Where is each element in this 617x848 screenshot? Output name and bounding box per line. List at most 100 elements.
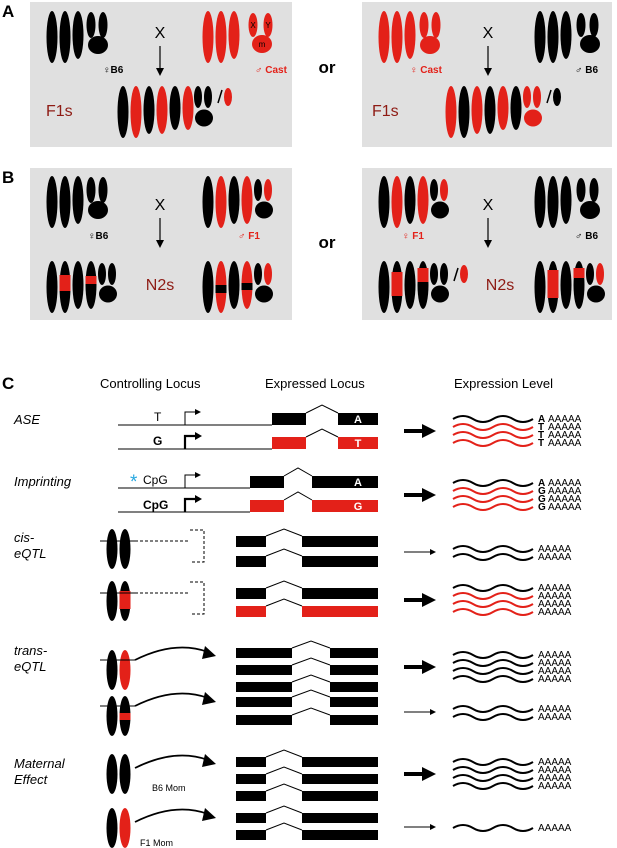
- panel-letter-c: C: [2, 374, 14, 393]
- trans-high-polya-2: AAAAA: [538, 658, 572, 669]
- a-left-arrow: [156, 46, 164, 76]
- imprinting-polya-2: AAAAA: [548, 486, 582, 497]
- trans-low-polya-2: AAAAA: [538, 712, 572, 723]
- trans-high-polya-4: AAAAA: [538, 674, 572, 685]
- trans-controlling-partial: [100, 692, 216, 736]
- row-label-trans: trans-: [14, 643, 48, 658]
- f1-mom-label: F1 Mom: [140, 838, 173, 848]
- ase-polya-1: AAAAA: [548, 414, 582, 425]
- maternal-high-polya-1: AAAAA: [538, 757, 572, 768]
- b-right-female-chromosomes: [378, 176, 449, 228]
- b-left-male-label: ♂ F1: [238, 231, 260, 242]
- b-right-female-label: ♀ F1: [402, 231, 424, 242]
- b-right-male-label: ♂ B6: [575, 231, 599, 242]
- cis-controlling-b6: [100, 529, 205, 569]
- imprinting-read-4: G: [538, 502, 546, 513]
- chrom-letter-x: X: [250, 21, 256, 30]
- cis-high-polya-1: AAAAA: [538, 583, 572, 594]
- a-left-offspring-label: F1s: [46, 103, 73, 120]
- b-left-male-chromosomes: [202, 176, 273, 228]
- imprinting-exon-g: G: [354, 501, 363, 513]
- a-left-cross-x: X: [155, 25, 166, 42]
- a-right-cross-x: X: [483, 25, 494, 42]
- chrom-letter-m: m: [259, 40, 266, 49]
- imprinting-read-3: G: [538, 494, 546, 505]
- cis-transcripts-low: [452, 545, 534, 561]
- ase-exon-t: T: [355, 438, 362, 450]
- trans-expressed-low: [236, 689, 378, 725]
- row-label-imprinting: Imprinting: [14, 474, 72, 489]
- cis-expressed-het: [236, 580, 378, 617]
- maternal-low-polya-1: AAAAA: [538, 823, 572, 834]
- a-left-male-label: ♂ Cast: [255, 65, 288, 76]
- ase-allele-g: G: [153, 434, 162, 448]
- b-left-female-label: ♀B6: [88, 231, 109, 242]
- trans-thin-arrow: [404, 709, 436, 715]
- chrom-letter-y: Y: [265, 21, 271, 30]
- row-label-trans-eqtl: eQTL: [14, 659, 47, 674]
- maternal-expressed-low: [236, 805, 378, 840]
- or-label-a: or: [319, 58, 336, 77]
- maternal-f1-mom-chromosomes: [106, 808, 216, 848]
- cis-low-polya-1: AAAAA: [538, 544, 572, 555]
- trans-high-polya-1: AAAAA: [538, 650, 572, 661]
- b-left-cross-x: X: [155, 197, 166, 214]
- trans-high-polya-3: AAAAA: [538, 666, 572, 677]
- row-label-ase: ASE: [13, 412, 40, 427]
- ase-polya-4: AAAAA: [548, 438, 582, 449]
- row-label-cis-eqtl: eQTL: [14, 546, 47, 561]
- maternal-high-polya-3: AAAAA: [538, 773, 572, 784]
- row-label-maternal: Maternal: [14, 756, 66, 771]
- a-left-offspring-chromosomes: [117, 86, 232, 138]
- cis-thick-arrow: [404, 593, 436, 607]
- imprinting-cpg-2: CpG: [143, 498, 168, 512]
- imprinting-polya-3: AAAAA: [548, 494, 582, 505]
- b-left-n2-b-chromosomes: [202, 261, 273, 313]
- a-right-arrow: [484, 46, 492, 76]
- ase-exon-a: A: [354, 414, 362, 426]
- ase-read-4: T: [538, 438, 544, 449]
- panel-letter-a: A: [2, 2, 14, 21]
- a-left-female-label: ♀B6: [103, 65, 124, 76]
- maternal-high-polya-4: AAAAA: [538, 781, 572, 792]
- a-right-male-label: ♂ B6: [575, 65, 599, 76]
- imprinting-expressed-locus: [250, 467, 378, 512]
- a-right-female-chromosomes: [378, 11, 441, 63]
- a-right-female-label: ♀ Cast: [410, 65, 443, 76]
- row-label-cis: cis-: [14, 530, 35, 545]
- row-label-effect: Effect: [14, 772, 49, 787]
- b-right-male-chromosomes: [534, 176, 600, 228]
- maternal-high-polya-2: AAAAA: [538, 765, 572, 776]
- header-expressed-locus: Expressed Locus: [265, 376, 365, 391]
- maternal-expressed-high: [236, 749, 378, 801]
- cis-high-polya-4: AAAAA: [538, 607, 572, 618]
- trans-low-polya-1: AAAAA: [538, 704, 572, 715]
- b-right-n2-b-chromosomes: [534, 261, 605, 313]
- trans-transcripts-high: [452, 651, 534, 683]
- ase-arrow: [404, 424, 436, 438]
- imprinting-controlling-locus: [118, 472, 250, 513]
- maternal-thin-arrow: [404, 824, 436, 830]
- a-right-male-chromosomes: [534, 11, 600, 63]
- trans-thick-arrow: [404, 660, 436, 674]
- b-right-cross-x: X: [483, 197, 494, 214]
- cis-transcripts-high: [452, 584, 534, 616]
- b-left-female-chromosomes: [46, 176, 108, 228]
- header-controlling-locus: Controlling Locus: [100, 376, 201, 391]
- a-right-offspring-label: F1s: [372, 103, 399, 120]
- cis-thin-arrow: [404, 549, 436, 555]
- trans-controlling-het: [100, 646, 216, 690]
- ase-transcripts: [452, 415, 534, 447]
- maternal-thick-arrow: [404, 767, 436, 781]
- header-expression-level: Expression Level: [454, 376, 553, 391]
- cis-low-polya-2: AAAAA: [538, 552, 572, 563]
- imprinting-cpg-1: CpG: [143, 473, 168, 487]
- b-left-n2-a-chromosomes: [46, 261, 117, 313]
- imprinting-read-2: G: [538, 486, 546, 497]
- ase-read-1: A: [538, 414, 545, 425]
- cis-high-polya-3: AAAAA: [538, 599, 572, 610]
- cis-expressed-b6: [236, 528, 378, 567]
- a-left-female-chromosomes: [46, 11, 108, 63]
- imprinting-arrow: [404, 488, 436, 502]
